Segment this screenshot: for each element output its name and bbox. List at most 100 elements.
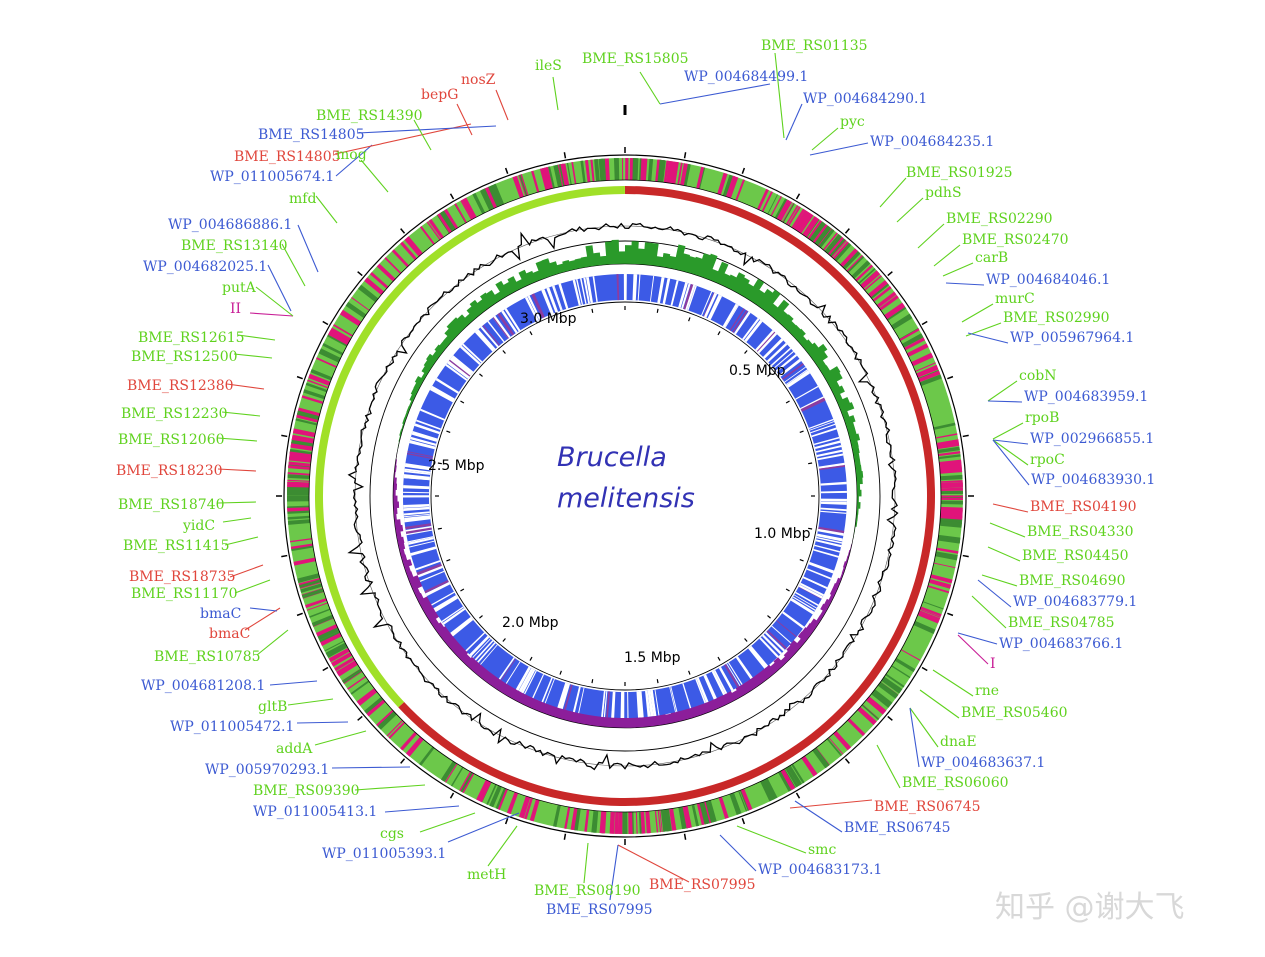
gc-skew-bar (399, 548, 406, 557)
gene-stripe (908, 346, 929, 357)
gene-stripe (301, 588, 324, 599)
gc-skew-bar (401, 423, 405, 431)
gc-skew-bar (806, 623, 817, 633)
gene-stripe (603, 811, 606, 834)
gene-stripe (621, 158, 624, 181)
tick (962, 554, 969, 558)
gc-skew-baseline (392, 263, 858, 729)
gene-stripe (857, 706, 877, 726)
gc-skew-bar (394, 459, 398, 466)
gene-stripe (307, 379, 329, 389)
gene-stripe (785, 767, 799, 788)
leader-line (811, 127, 839, 151)
gene-stripe (703, 801, 712, 824)
gc-skew-bar (665, 713, 674, 725)
gc-skew-bar (558, 707, 568, 721)
gene-stripe (439, 212, 454, 232)
gc-skew-bar (851, 446, 860, 455)
gene-label: BME_RS13140 (181, 238, 288, 254)
gene-stripe (289, 455, 312, 462)
gc-skew-bar (525, 270, 537, 285)
gene-stripe (913, 620, 936, 634)
gc-skew-bar (812, 351, 828, 365)
gene-label: BME_RS01925 (906, 165, 1013, 181)
gc-skew-bar (503, 281, 515, 296)
gene-stripe (400, 241, 417, 261)
blast-gap (518, 668, 534, 693)
blast-gap (683, 284, 694, 310)
tick (887, 271, 893, 277)
gene-stripe (691, 804, 698, 827)
blast-gap (756, 331, 776, 352)
gene-stripe (481, 188, 495, 210)
gc-skew-bar (446, 321, 462, 337)
tick (559, 317, 562, 322)
tick (281, 434, 288, 438)
blast-gap (732, 310, 748, 333)
gene-label: addA (276, 741, 313, 757)
gc-skew-bar (440, 630, 453, 643)
gene-label: WP_004683173.1 (758, 862, 882, 878)
blast-gap (414, 423, 440, 434)
gene-label: BME_RS12615 (138, 330, 245, 346)
gene-stripe (872, 286, 892, 302)
gene-stripe (287, 474, 310, 480)
tick (921, 666, 928, 672)
blast-gap (685, 284, 695, 310)
blast-gap (452, 355, 474, 373)
gene-stripe (916, 364, 939, 378)
gene-stripe (391, 249, 410, 268)
gene-stripe (818, 228, 835, 248)
blast-gap (465, 632, 486, 652)
blast-gap (404, 517, 431, 523)
blast-gap (662, 278, 671, 305)
gene-stripe (791, 763, 805, 784)
gc-skew-bar (400, 554, 408, 562)
gene-label: pdhS (925, 185, 962, 201)
gc-skew-bar (845, 555, 850, 563)
gene-label: BME_RS10785 (154, 649, 261, 665)
tick (449, 792, 455, 799)
gene-label: bmaC (200, 606, 241, 622)
gene-stripe (861, 704, 880, 721)
gene-stripe (757, 188, 769, 211)
gc-skew-bar (437, 626, 450, 638)
blast-gap (433, 595, 457, 610)
gene-stripe (489, 785, 502, 808)
gc-skew-bar (423, 359, 435, 370)
gene-stripe (437, 212, 454, 234)
blast-gap (521, 669, 536, 694)
tick (437, 527, 442, 530)
leader-line (354, 784, 426, 791)
gene-stripe (287, 515, 310, 520)
blast-gap (770, 347, 792, 367)
leader-line (314, 730, 367, 746)
gene-stripe (311, 614, 334, 627)
tick (767, 615, 771, 619)
gene-stripe (388, 721, 406, 739)
gene-stripe (940, 481, 963, 488)
gene-stripe (553, 164, 563, 188)
gene-label: BME_RS01135 (761, 38, 868, 54)
tick (563, 152, 567, 159)
gene-stripe (496, 788, 508, 810)
gene-stripe (613, 158, 620, 181)
blast-gap (816, 449, 843, 457)
leader-line (583, 842, 589, 884)
gene-label: BME_RS04785 (1008, 615, 1115, 631)
blast-gap (806, 568, 832, 580)
gene-label: rpoB (1025, 410, 1059, 426)
gene-stripe (377, 711, 396, 728)
blast-gap (531, 293, 545, 319)
gc-skew-bar (771, 299, 790, 320)
gene-stripe (899, 328, 920, 342)
gene-stripe (928, 578, 952, 589)
gene-label: metH (467, 867, 506, 883)
gc-skew-bar (469, 299, 485, 316)
blast-gap (779, 358, 802, 377)
gc-skew-bar (606, 715, 614, 728)
gene-label: WP_004683779.1 (1013, 594, 1137, 610)
gc-skew-bar (850, 440, 859, 449)
gene-stripe (858, 267, 876, 284)
